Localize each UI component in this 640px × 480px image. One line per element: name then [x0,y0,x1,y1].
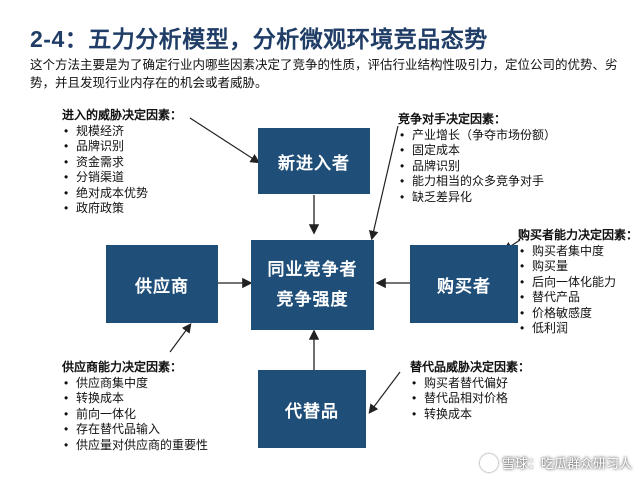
page-title: 2-4：五力分析模型，分析微观环境竞品态势 [30,26,488,52]
buyer-factor-item: 购买者集中度 [518,244,638,260]
buyer-factors-title: 购买者能力决定因素： [518,228,639,242]
buyers-label: 购买者 [437,276,491,296]
supplier-factors-title: 供应商能力决定因素： [62,360,183,374]
substitute-factor-item: 转换成本 [410,407,530,423]
buyer-factor-item: 后向一体化能力 [518,275,638,291]
snowball-logo-icon [479,453,498,472]
entry-factor-item: 分销渠道 [62,170,182,186]
suppliers-box: 供应商 [106,245,218,323]
substitute-factor-item: 购买者替代偏好 [410,376,530,392]
buyers-box: 购买者 [410,245,518,323]
suppliers-label: 供应商 [135,276,189,296]
supplier-factor-item: 供应量对供应商的重要性 [62,438,208,454]
connector-rivalry [368,125,399,241]
buyer-factor-item: 购买量 [518,259,638,275]
buyer-factors: 购买者能力决定因素： 购买者集中度 购买量 后向一体化能力 替代产品 价格敏感度… [518,228,638,337]
buyer-factor-item: 替代产品 [518,290,638,306]
supplier-factors: 供应商能力决定因素： 供应商集中度 转换成本 前向一体化 存在替代品输入 供应量… [62,360,208,453]
new-entrants-label: 新进入者 [278,153,350,173]
entry-factor-item: 品牌识别 [62,139,182,155]
substitutes-label: 代替品 [285,401,339,421]
connector-entry [189,117,261,164]
buyer-factor-item: 低利润 [518,321,638,337]
new-entrants-box: 新进入者 [258,128,370,194]
center-line2: 竞争强度 [276,290,349,309]
substitutes-box: 代替品 [258,370,366,448]
rivalry-factors-title: 竞争对手决定因素： [398,112,507,126]
supplier-factor-item: 前向一体化 [62,407,208,423]
entry-factor-item: 政府政策 [62,201,182,217]
supplier-factor-item: 存在替代品输入 [62,422,208,438]
watermark-text: 雪球：吃瓜群众研习人 [501,456,632,471]
entry-factor-item: 资金需求 [62,155,182,171]
center-line1: 同业竞争者 [267,260,358,279]
rivalry-factor-item: 能力相当的众多竞争对手 [398,174,556,190]
entry-factors: 进入的威胁决定因素： 规模经济 品牌识别 资金需求 分销渠道 绝对成本优势 政府… [62,108,182,217]
connector-substitute [368,371,401,414]
supplier-factor-item: 供应商集中度 [62,376,208,392]
substitute-factors: 替代品威胁决定因素： 购买者替代偏好 替代品相对价格 转换成本 [410,360,530,422]
rivalry-factors: 竞争对手决定因素： 产业增长（争夺市场份额） 固定成本 品牌识别 能力相当的众多… [398,112,556,205]
rivalry-factor-item: 固定成本 [398,143,556,159]
center-competitors-box: 同业竞争者 竞争强度 [251,240,374,330]
intro-text: 这个方法主要是为了确定行业内哪些因素决定了竞争的性质，评估行业结构性吸引力，定位… [30,58,618,90]
rivalry-factor-item: 缺乏差异化 [398,190,556,206]
supplier-factor-item: 转换成本 [62,391,208,407]
watermark: 雪球：吃瓜群众研习人 [479,453,632,472]
rivalry-factor-item: 产业增长（争夺市场份额） [398,128,556,144]
entry-factor-item: 绝对成本优势 [62,186,182,202]
substitute-factor-item: 替代品相对价格 [410,391,530,407]
connector-supplier [169,323,192,353]
buyer-factor-item: 价格敏感度 [518,306,638,322]
entry-factors-title: 进入的威胁决定因素： [62,108,183,122]
entry-factor-item: 规模经济 [62,124,182,140]
substitute-factors-title: 替代品威胁决定因素： [410,360,531,374]
rivalry-factor-item: 品牌识别 [398,159,556,175]
